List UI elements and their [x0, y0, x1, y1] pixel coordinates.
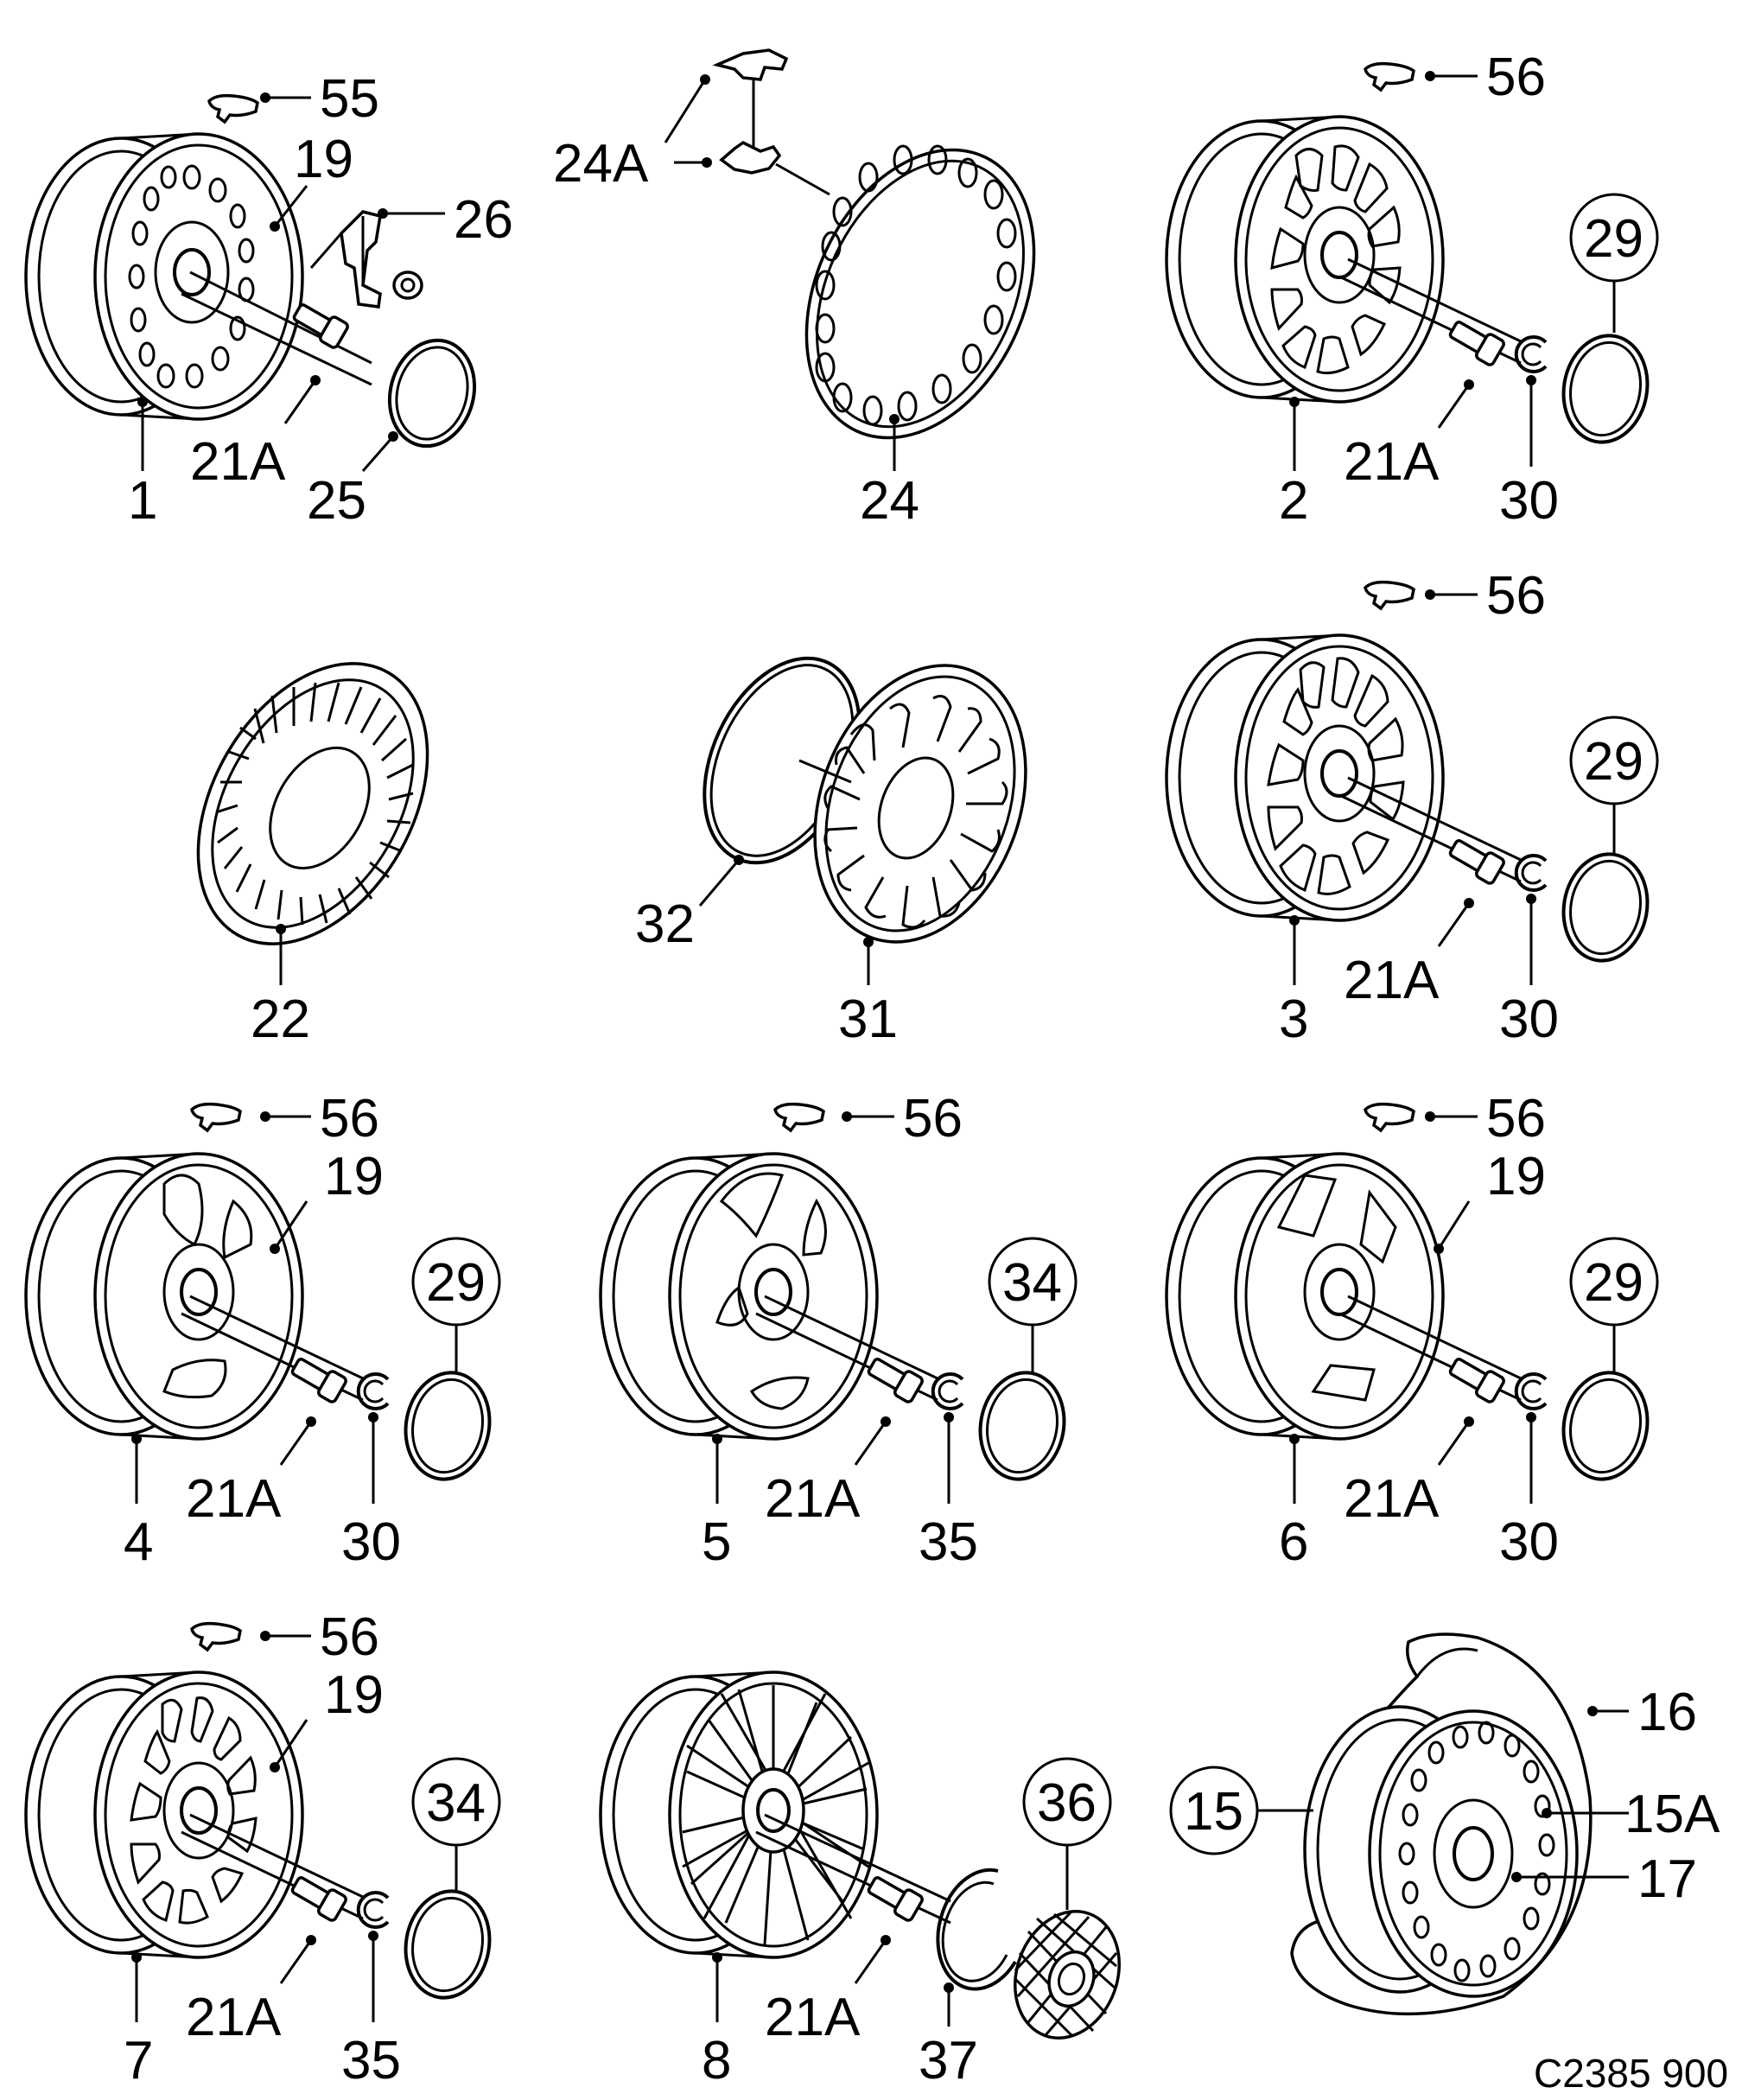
callout-56: 56 [903, 1089, 963, 1149]
callout-4: 4 [124, 1512, 153, 1572]
callout-56: 56 [1486, 566, 1546, 626]
wheel-trim-31 [703, 656, 1027, 944]
wheel-3-alloy [1165, 633, 1445, 922]
callout-56: 56 [320, 1089, 379, 1149]
wheel-trim-24 [804, 144, 1036, 440]
wheel-6-alloy [1165, 1152, 1445, 1441]
callout-17: 17 [1637, 1849, 1697, 1909]
callout-25: 25 [307, 471, 366, 531]
wheel-8-wire [599, 1670, 879, 1959]
callout-56: 56 [1486, 48, 1546, 107]
callout-21A: 21A [765, 1469, 861, 1529]
callout-30: 30 [1499, 990, 1559, 1049]
hub-cap-ring-29 [1561, 334, 1650, 444]
wheel-trim-22 [196, 662, 429, 945]
figure-code: C2385 900 [1534, 2051, 1728, 2096]
callout-30: 30 [1499, 1512, 1559, 1572]
callout-34: 34 [426, 1773, 486, 1833]
callout-21A: 21A [186, 1469, 282, 1529]
callout-29: 29 [1584, 1253, 1643, 1313]
callout-37: 37 [919, 2031, 978, 2090]
wheel-1-steel [24, 132, 304, 421]
callout-15: 15 [1184, 1782, 1243, 1842]
callout-24A: 24A [553, 134, 649, 194]
callout-16: 16 [1637, 1683, 1697, 1742]
callout-22: 22 [251, 990, 310, 1049]
callout-7: 7 [124, 2031, 153, 2090]
callout-6: 6 [1279, 1512, 1308, 1572]
callout-19: 19 [324, 1147, 384, 1206]
callout-21A: 21A [765, 1988, 861, 2047]
callout-34: 34 [1002, 1253, 1062, 1313]
centre-cap-36 [1014, 1910, 1121, 2040]
callout-19: 19 [1486, 1147, 1546, 1206]
callout-19: 19 [324, 1665, 384, 1725]
callout-29: 29 [426, 1253, 486, 1313]
callout-2: 2 [1279, 471, 1308, 531]
wheel-2-alloy [1165, 115, 1445, 404]
callout-56: 56 [1486, 1089, 1546, 1149]
callout-35: 35 [341, 2031, 401, 2090]
callout-21A: 21A [1344, 432, 1440, 492]
callout-35: 35 [919, 1512, 978, 1572]
callout-30: 30 [1499, 471, 1559, 531]
callout-21A: 21A [190, 432, 286, 492]
callout-21A: 21A [1344, 951, 1440, 1010]
callout-55: 55 [320, 69, 379, 129]
wheel-4-alloy [24, 1152, 304, 1441]
callout-8: 8 [702, 2031, 731, 2090]
wheel-7-alloy [24, 1670, 304, 1959]
bracket-26 [309, 210, 423, 309]
callout-21A: 21A [1344, 1469, 1440, 1529]
callout-26: 26 [454, 190, 513, 250]
callout-15A: 15A [1624, 1785, 1720, 1844]
callout-36: 36 [1037, 1773, 1097, 1833]
callout-30: 30 [341, 1512, 401, 1572]
hub-cap-ring-25 [387, 338, 477, 449]
callout-29: 29 [1584, 209, 1643, 269]
callout-19: 19 [294, 130, 353, 189]
spare-wheel-15 [1290, 1632, 1593, 2016]
ring-37 [936, 1868, 1017, 1991]
callout-5: 5 [702, 1512, 731, 1572]
callout-24: 24 [860, 471, 919, 531]
callout-32: 32 [635, 894, 695, 954]
callout-1: 1 [128, 471, 157, 531]
callout-29: 29 [1584, 732, 1643, 792]
callout-31: 31 [838, 990, 898, 1049]
callout-3: 3 [1279, 990, 1308, 1049]
clip-24A [712, 48, 830, 196]
wheel-5-alloy [599, 1152, 879, 1441]
callout-21A: 21A [186, 1988, 282, 2047]
callout-56: 56 [320, 1607, 379, 1667]
